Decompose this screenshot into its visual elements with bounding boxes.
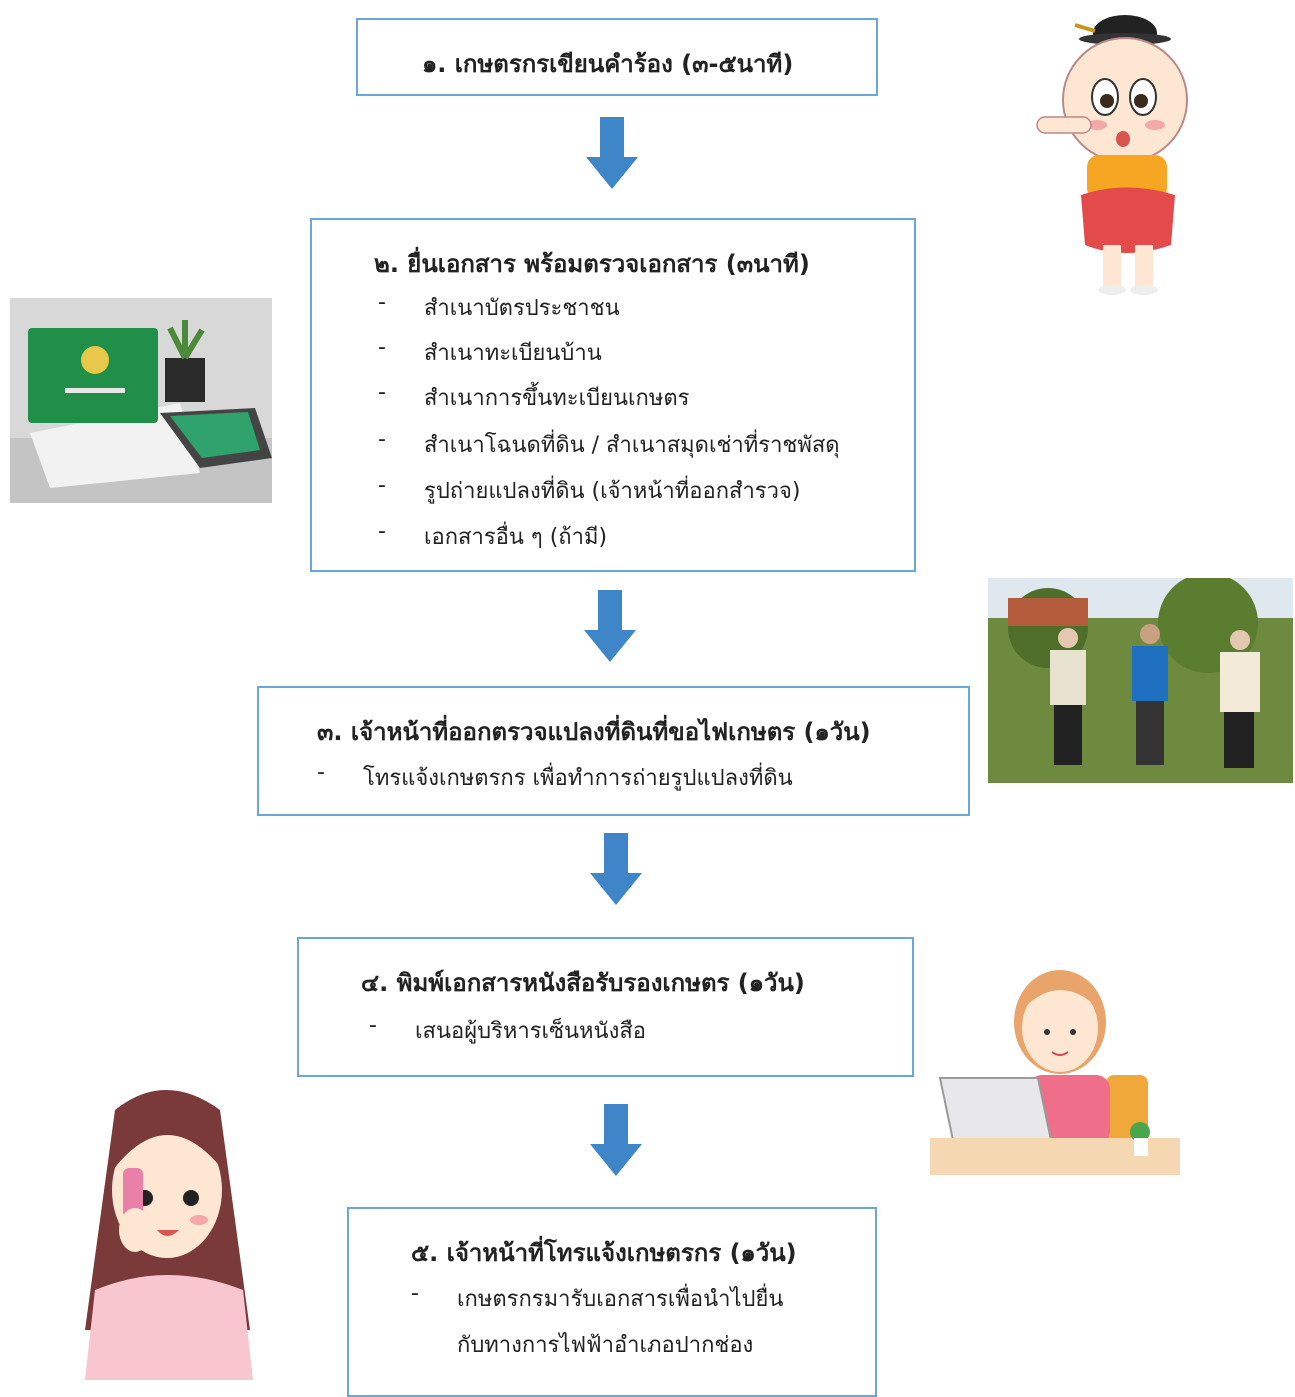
cartoon-boy-illustration (1036, 15, 1188, 295)
step-4-box: ๔. พิมพ์เอกสารหนังสือรับรองเกษตร (๑วัน) … (297, 937, 914, 1077)
bullet-dash: - (378, 519, 386, 544)
step-5-item-text: กับทางการไฟฟ้าอำเภอปากช่อง (457, 1333, 754, 1358)
bullet-dash: - (411, 1281, 419, 1306)
woman-with-laptop-illustration (930, 970, 1180, 1175)
bullet-dash: - (317, 760, 325, 785)
step-3-title: ๓. เจ้าหน้าที่ออกตรวจแปลงที่ดินที่ขอไฟเก… (317, 718, 871, 746)
woman-on-phone-illustration (85, 1090, 253, 1380)
bullet-dash: - (378, 427, 386, 452)
step-1-title: ๑. เกษตรกรเขียนคำร้อง (๓-๕นาที) (422, 50, 794, 78)
step-2-title: ๒. ยื่นเอกสาร พร้อมตรวจเอกสาร (๓นาที) (374, 250, 810, 278)
step-5-item-text: เกษตรกรมารับเอกสารเพื่อนำไปยื่น (457, 1287, 784, 1312)
bullet-dash: - (378, 290, 386, 315)
step-5-title: ๕. เจ้าหน้าที่โทรแจ้งเกษตรกร (๑วัน) (411, 1239, 797, 1267)
arrow-down-icon (584, 590, 636, 662)
step-4-title: ๔. พิมพ์เอกสารหนังสือรับรองเกษตร (๑วัน) (361, 969, 805, 997)
bullet-dash: - (369, 1013, 377, 1038)
step-2-item-text: สำเนาโฉนดที่ดิน / สำเนาสมุดเช่าที่ราชพัส… (424, 433, 840, 458)
arrow-down-icon (590, 833, 642, 905)
step-2-item-text: สำเนาทะเบียนบ้าน (424, 341, 602, 366)
land-inspection-photo (988, 578, 1293, 783)
step-4-item-text: เสนอผู้บริหารเซ็นหนังสือ (415, 1019, 646, 1044)
step-2-item-text: สำเนาบัตรประชาชน (424, 296, 620, 321)
farmer-registration-book-photo (10, 298, 272, 503)
step-3-box: ๓. เจ้าหน้าที่ออกตรวจแปลงที่ดินที่ขอไฟเก… (257, 686, 970, 816)
arrow-down-icon (590, 1104, 642, 1176)
bullet-dash: - (378, 473, 386, 498)
bullet-dash: - (378, 335, 386, 360)
step-2-item-text: สำเนาการขึ้นทะเบียนเกษตร (424, 386, 690, 411)
arrow-down-icon (586, 117, 638, 189)
step-2-item-text: เอกสารอื่น ๆ (ถ้ามี) (424, 525, 608, 550)
step-2-item-text: รูปถ่ายแปลงที่ดิน (เจ้าหน้าที่ออกสำรวจ) (424, 479, 801, 504)
bullet-dash: - (378, 380, 386, 405)
step-2-box: ๒. ยื่นเอกสาร พร้อมตรวจเอกสาร (๓นาที) - … (310, 218, 916, 572)
step-5-box: ๕. เจ้าหน้าที่โทรแจ้งเกษตรกร (๑วัน) - เก… (347, 1207, 877, 1397)
step-1-box: ๑. เกษตรกรเขียนคำร้อง (๓-๕นาที) (356, 18, 878, 96)
step-3-item-text: โทรแจ้งเกษตรกร เพื่อทำการถ่ายรูปแปลงที่ด… (363, 766, 793, 791)
